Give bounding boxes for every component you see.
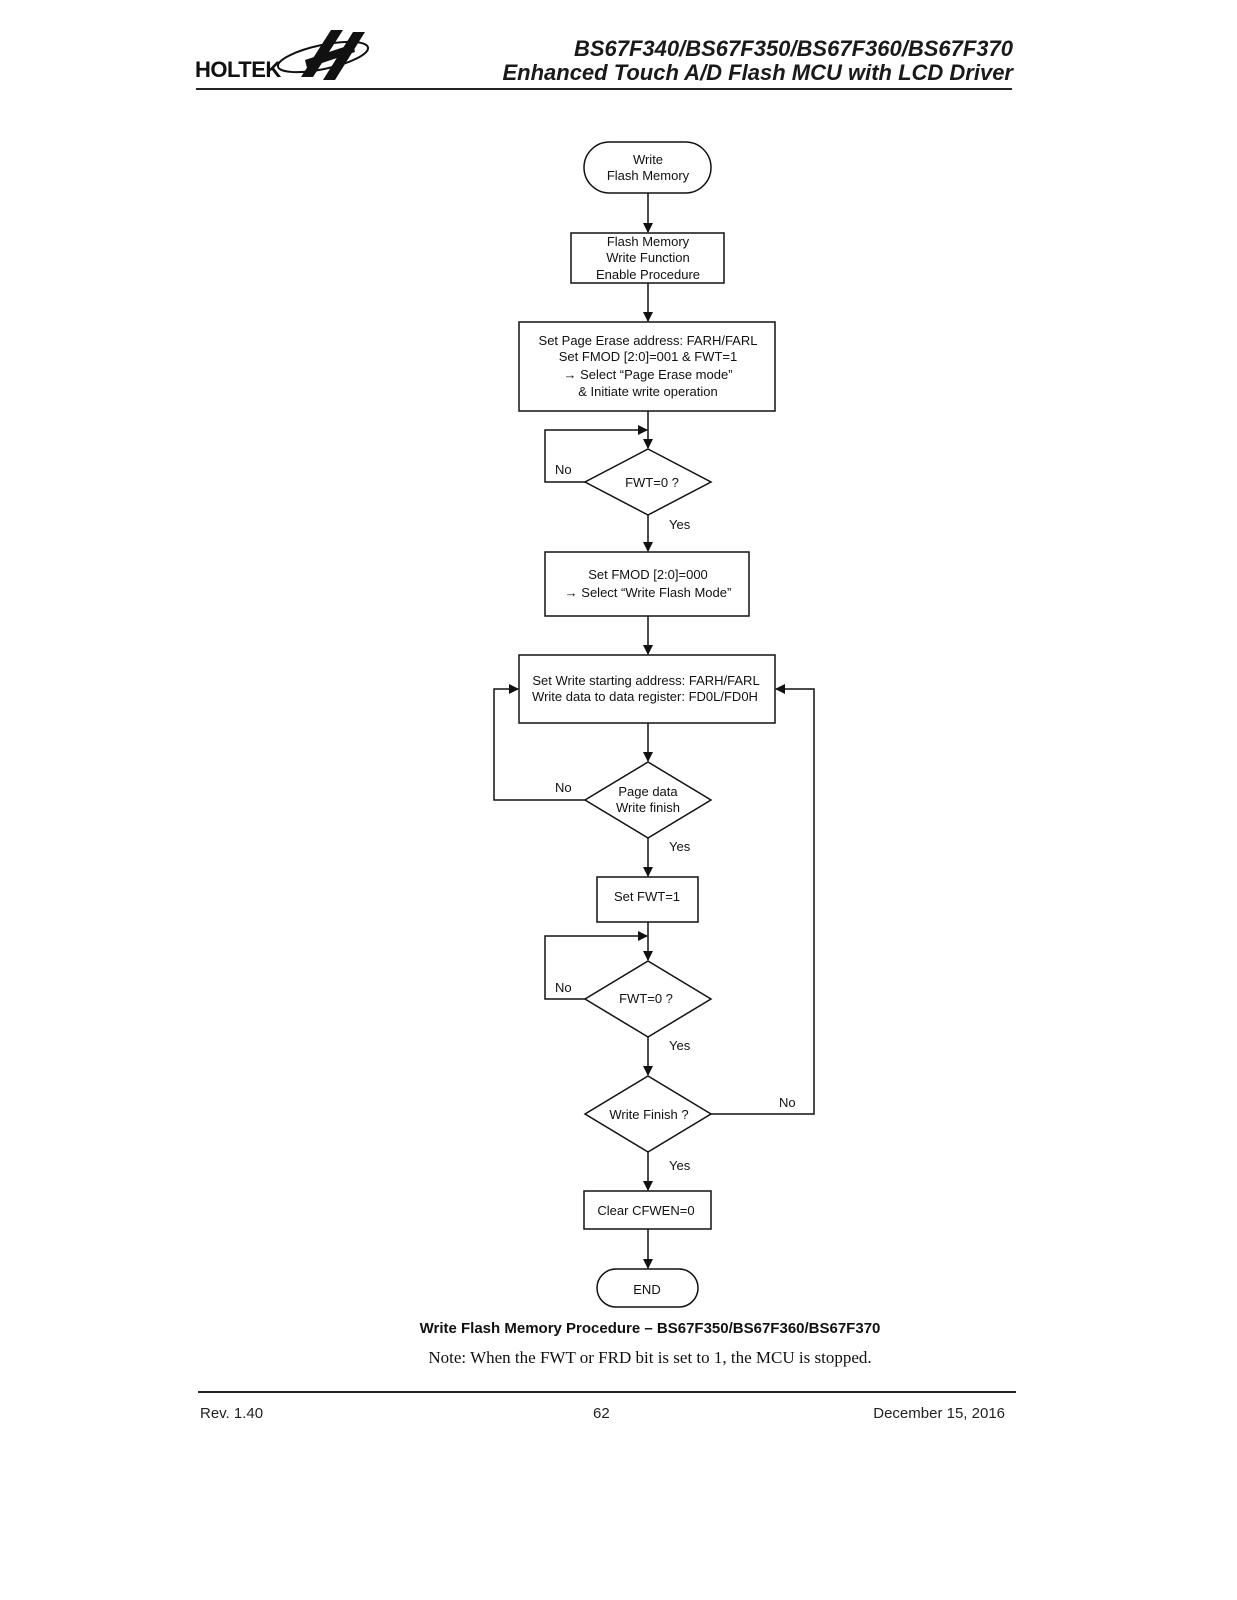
page-erase-line2: Set FMOD [2:0]=001 & FWT=1 <box>559 349 737 364</box>
write-mode-box <box>544 551 750 617</box>
yes-label-write-finish: Yes <box>669 1158 691 1173</box>
write-mode-line2: → Select “Write Flash Mode” <box>565 585 732 600</box>
holtek-logo: HOLTEK <box>195 30 370 82</box>
clear-cfwen-label: Clear CFWEN=0 <box>597 1203 694 1218</box>
page-erase-line4: & Initiate write operation <box>578 384 717 399</box>
document-subtitle: Enhanced Touch A/D Flash MCU with LCD Dr… <box>502 60 1013 85</box>
no-label-check1: No <box>555 462 572 477</box>
write-address-line1: Set Write starting address: FARH/FARL <box>532 673 759 688</box>
connectors <box>493 193 815 1269</box>
end-terminator <box>596 1268 699 1308</box>
enable-procedure-box <box>570 232 725 284</box>
enable-proc-line1: Flash Memory <box>607 234 690 249</box>
fwt-check-2-label: FWT=0 ? <box>619 991 673 1006</box>
page-erase-line3: → Select “Page Erase mode” <box>563 367 732 382</box>
page-finish-line1: Page data <box>618 784 678 799</box>
footer-rule <box>198 1391 1016 1393</box>
page-erase-line1: Set Page Erase address: FARH/FARL <box>539 333 758 348</box>
footer-page-number: 62 <box>593 1405 610 1422</box>
header-rule <box>196 88 1012 90</box>
document-title: BS67F340/BS67F350/BS67F360/BS67F370 <box>573 36 1013 61</box>
fwt-check-1-label: FWT=0 ? <box>625 475 679 490</box>
yes-label-check1: Yes <box>669 517 691 532</box>
clear-cfwen-box <box>583 1190 712 1230</box>
end-label: END <box>633 1282 660 1297</box>
footer-revision: Rev. 1.40 <box>200 1405 264 1422</box>
no-label-write-finish: No <box>779 1095 796 1110</box>
no-label-check2: No <box>555 980 572 995</box>
yes-label-check2: Yes <box>669 1038 691 1053</box>
footer-date: December 15, 2016 <box>873 1405 1005 1422</box>
start-label-line1: Write <box>633 152 663 167</box>
page-erase-box <box>518 321 776 412</box>
logo-mark-icon <box>276 30 370 80</box>
enable-proc-line2: Write Function <box>606 250 690 265</box>
enable-proc-line3: Enable Procedure <box>596 267 700 282</box>
logo-text: HOLTEK <box>195 57 281 82</box>
figure-caption: Write Flash Memory Procedure – BS67F350/… <box>419 1320 881 1337</box>
set-fwt-label: Set FWT=1 <box>614 889 680 904</box>
start-label-line2: Flash Memory <box>607 168 690 183</box>
figure-note: Note: When the FWT or FRD bit is set to … <box>428 1348 872 1367</box>
page-finish-line2: Write finish <box>616 800 680 815</box>
no-label-page-finish: No <box>555 780 572 795</box>
yes-label-page-finish: Yes <box>669 839 691 854</box>
flowchart: Write Flash Memory Flash Memory Write Fu… <box>493 141 815 1308</box>
write-address-box <box>518 654 776 724</box>
write-finish-label: Write Finish ? <box>609 1107 688 1122</box>
write-mode-line1: Set FMOD [2:0]=000 <box>588 567 708 582</box>
set-fwt-box <box>596 876 699 923</box>
write-address-line2: Write data to data register: FD0L/FD0H <box>532 689 758 704</box>
